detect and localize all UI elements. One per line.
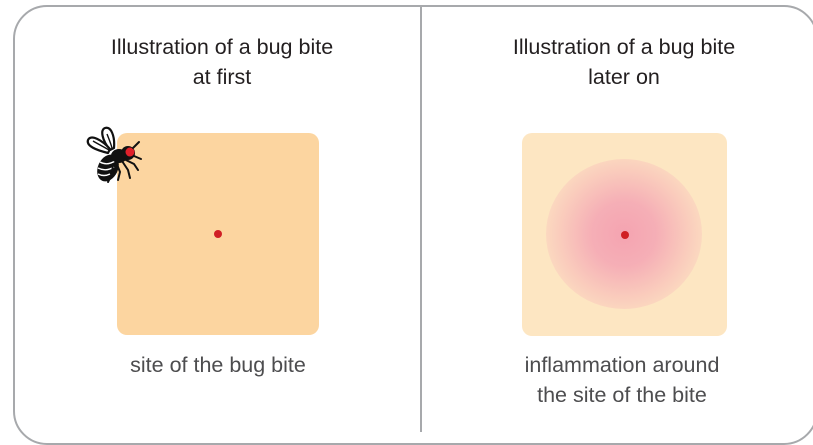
panel-later-caption: inflammation around the site of the bite <box>432 350 812 410</box>
mosquito-icon <box>86 126 142 183</box>
panel-later-caption-line2: the site of the bite <box>537 383 707 407</box>
bug-eye <box>125 147 135 157</box>
panel-later-title-line2: later on <box>588 65 660 89</box>
panel-later-caption-line1: inflammation around <box>524 353 720 377</box>
panel-first-caption: site of the bug bite <box>28 350 408 380</box>
panel-first-title-line1: Illustration of a bug bite <box>110 35 334 59</box>
bug-body <box>97 141 142 182</box>
bite-site-dot <box>214 230 222 238</box>
panel-first-caption-line1: site of the bug bite <box>130 353 306 377</box>
bite-site-dot <box>621 231 629 239</box>
panel-first-title: Illustration of a bug bite at first <box>42 32 402 92</box>
panel-divider <box>420 6 422 432</box>
panel-later-title: Illustration of a bug bite later on <box>444 32 804 92</box>
skin-patch-later <box>522 133 727 336</box>
bug-legs <box>107 158 139 183</box>
panel-first-title-line2: at first <box>192 65 252 89</box>
panel-later-title-line1: Illustration of a bug bite <box>512 35 736 59</box>
skin-patch-first <box>117 133 319 335</box>
